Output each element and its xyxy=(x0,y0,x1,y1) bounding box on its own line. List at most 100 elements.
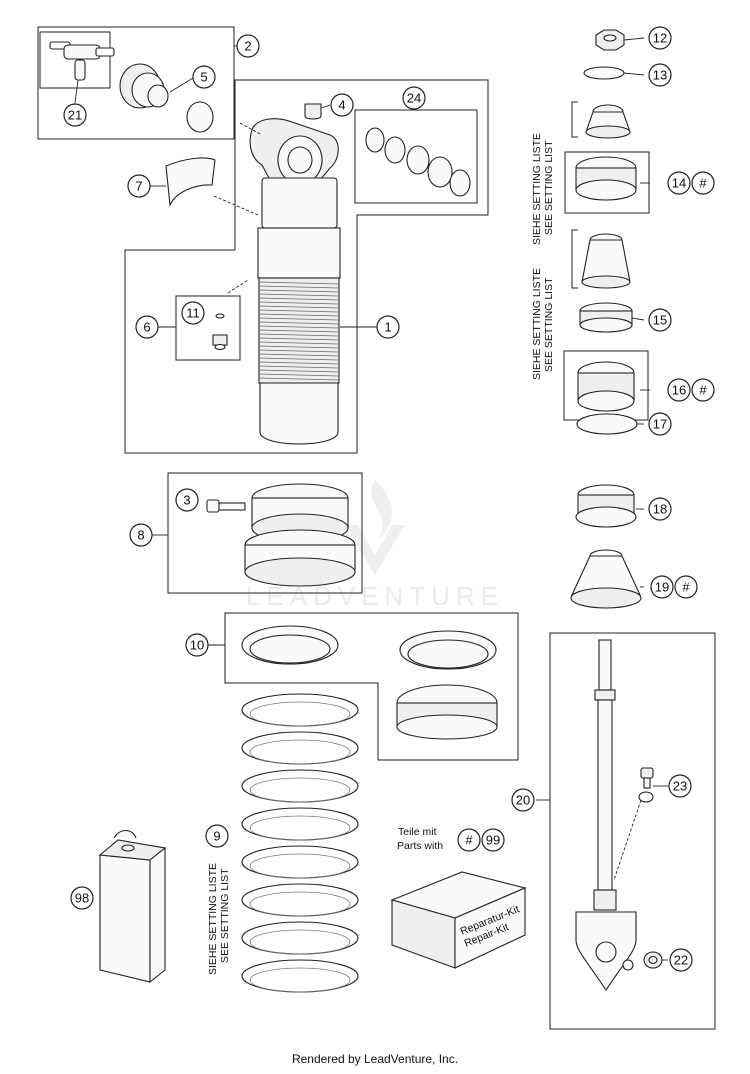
setting-list-notes: SIEHE SETTING LISTE SEE SETTING LIST SIE… xyxy=(207,133,555,975)
callout-98: 98 xyxy=(70,886,94,910)
svg-text:3: 3 xyxy=(183,493,190,508)
spring-seat-rings-part xyxy=(241,625,498,740)
setting-list-de-3: SIEHE SETTING LISTE xyxy=(207,863,219,975)
callout-6: 6 xyxy=(135,315,159,339)
svg-text:6: 6 xyxy=(143,320,150,335)
svg-text:7: 7 xyxy=(135,179,142,194)
callout-18: 18 xyxy=(648,497,672,521)
svg-text:#: # xyxy=(465,833,473,848)
o-ring-part xyxy=(186,101,214,133)
svg-text:5: 5 xyxy=(200,70,207,85)
setting-list-de-1: SIEHE SETTING LISTE xyxy=(531,133,543,245)
callout-1: 1 xyxy=(376,315,400,339)
frame-group-10 xyxy=(224,612,519,761)
svg-text:11: 11 xyxy=(186,306,200,321)
svg-text:16: 16 xyxy=(672,383,686,398)
callout-17: 17 xyxy=(648,412,672,436)
svg-text:2: 2 xyxy=(244,39,251,54)
frame-group-6 xyxy=(175,295,241,361)
callout-12: 12 xyxy=(648,26,672,50)
svg-text:19: 19 xyxy=(655,580,669,595)
bolt-part xyxy=(206,499,246,513)
callout-24: 24 xyxy=(402,86,426,110)
svg-text:12: 12 xyxy=(653,31,667,46)
bump-rubber-part xyxy=(581,233,631,289)
callout-11: 11 xyxy=(181,301,205,325)
seal-set-part xyxy=(365,127,471,197)
callout-19: 19 xyxy=(650,575,674,599)
svg-text:8: 8 xyxy=(137,528,144,543)
piston-part-16 xyxy=(577,361,635,412)
frame-group-24 xyxy=(354,109,478,204)
svg-text:98: 98 xyxy=(75,891,89,906)
callout-kit-hash: # xyxy=(457,828,481,852)
callout-20: 20 xyxy=(511,788,535,812)
piston-rod-part xyxy=(575,639,637,991)
spring-adjuster-part xyxy=(244,483,356,587)
svg-text:14: 14 xyxy=(672,176,686,191)
callout-5: 5 xyxy=(192,65,216,89)
oil-can-part xyxy=(98,829,167,984)
group-frames xyxy=(37,26,716,1030)
callout-22: 22 xyxy=(669,948,693,972)
footer-credit: Rendered by LeadVenture, Inc. xyxy=(291,1052,459,1066)
frame-group-20 xyxy=(549,632,716,1030)
setting-list-de-2: SIEHE SETTING LISTE xyxy=(531,268,543,380)
svg-text:22: 22 xyxy=(674,953,688,968)
frame-group-21 xyxy=(39,31,111,89)
adjuster-assembly-part xyxy=(49,41,115,81)
callout-10: 10 xyxy=(185,633,209,657)
bottom-out-cup-part xyxy=(570,549,642,609)
svg-text:13: 13 xyxy=(653,68,667,83)
callout-3: 3 xyxy=(175,488,199,512)
callout-23: 23 xyxy=(668,774,692,798)
svg-text:9: 9 xyxy=(213,829,220,844)
frame-group-14 xyxy=(564,151,650,214)
coil-spring-part xyxy=(241,693,359,993)
nut-part xyxy=(595,29,625,51)
bushing-part-22 xyxy=(643,951,663,969)
circlip-part xyxy=(576,413,638,435)
frame-group-2 xyxy=(37,26,235,140)
callout-9: 9 xyxy=(205,824,229,848)
svg-text:18: 18 xyxy=(653,502,667,517)
kit-note-line1: Teile mit xyxy=(398,826,437,838)
callout-8: 8 xyxy=(129,523,153,547)
svg-text:24: 24 xyxy=(407,91,421,106)
svg-text:99: 99 xyxy=(486,833,500,848)
callout-15: 15 xyxy=(648,308,672,332)
frame-group-1 xyxy=(124,79,489,454)
bump-stop-part-a xyxy=(585,104,631,139)
sticker-part xyxy=(165,157,216,208)
setting-list-en-3: SEE SETTING LIST xyxy=(219,868,231,963)
seal-head-part xyxy=(575,484,637,528)
callout-19-hash: # xyxy=(674,575,698,599)
washer-part xyxy=(583,66,625,80)
bleed-cap-part xyxy=(304,103,322,120)
shim-stack-part-14 xyxy=(575,156,637,201)
svg-text:#: # xyxy=(699,383,707,398)
repair-kit-box: Reparatur-Kit Repair-Kit xyxy=(390,871,527,969)
bleed-screw-part-23 xyxy=(638,767,654,803)
callout-13: 13 xyxy=(648,63,672,87)
callout-16-hash: # xyxy=(691,378,715,402)
callout-7: 7 xyxy=(127,174,151,198)
callout-2: 2 xyxy=(236,34,260,58)
svg-text:15: 15 xyxy=(653,313,667,328)
svg-text:10: 10 xyxy=(190,638,204,653)
setting-list-en-2: SEE SETTING LIST xyxy=(543,277,555,372)
shock-body-threads xyxy=(258,281,340,381)
svg-text:1: 1 xyxy=(384,320,391,335)
shock-body-part xyxy=(249,118,341,445)
callout-21: 21 xyxy=(63,103,87,127)
callout-99: 99 xyxy=(481,828,505,852)
callout-14: 14 xyxy=(667,171,691,195)
svg-text:17: 17 xyxy=(653,417,667,432)
valve-part xyxy=(212,313,228,351)
svg-text:#: # xyxy=(682,580,690,595)
setting-list-en-1: SEE SETTING LIST xyxy=(543,140,555,235)
callout-16: 16 xyxy=(667,378,691,402)
reservoir-cap-part xyxy=(119,63,169,109)
frame-group-8 xyxy=(167,472,363,594)
